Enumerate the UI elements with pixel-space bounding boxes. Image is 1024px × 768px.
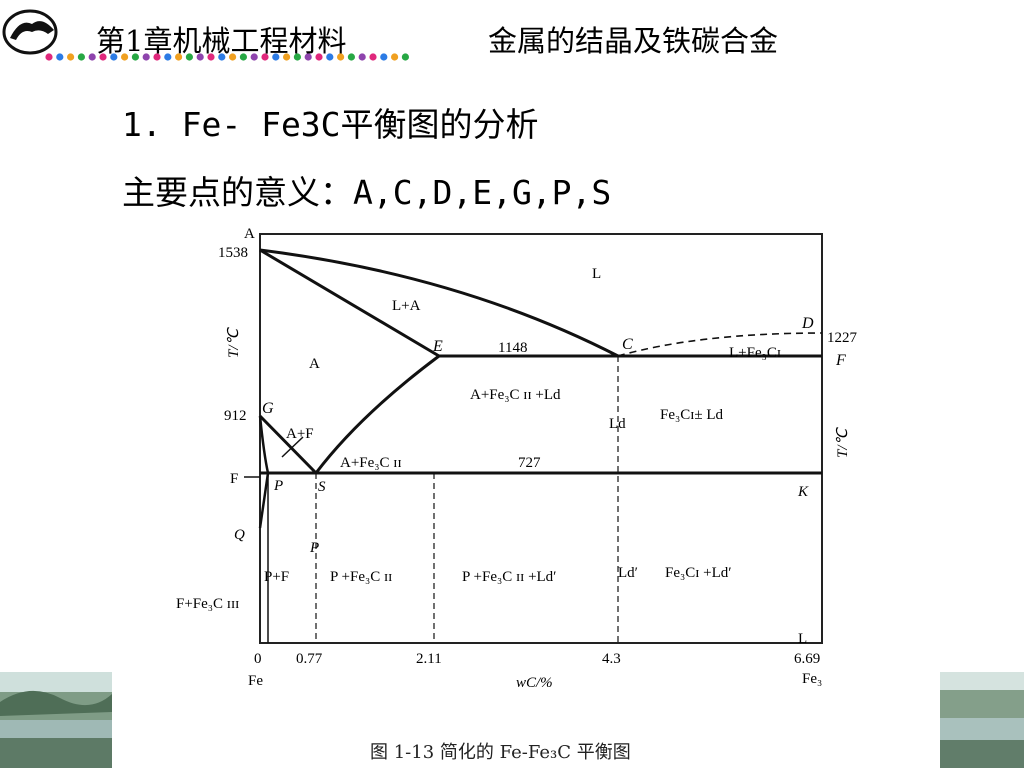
scenery-image-right <box>940 672 1024 768</box>
corner-L-label: L <box>798 631 807 647</box>
region-L-Fe3CI: L+Fe₃Cɪ <box>729 345 781 361</box>
line-ES <box>314 354 440 474</box>
decorative-dot <box>164 53 172 61</box>
region-L: L <box>592 266 601 282</box>
fe-fe3c-phase-diagram: A C D E F G K P S Q P L 1538 1227 1148 9… <box>160 215 880 768</box>
x-tick-43: 4.3 <box>602 651 621 667</box>
title-suffix: 平衡图的分析 <box>340 105 539 144</box>
region-P-Fe3CII: P +Fe₃C ɪɪ <box>330 569 392 585</box>
logo-icon <box>2 9 58 55</box>
decorative-dot <box>304 53 312 61</box>
temp-1227-label: 1227 <box>827 330 858 346</box>
slide-subtitle: 主要点的意义：A,C,D,E,G,P,S <box>122 166 611 214</box>
decorative-dot <box>121 53 129 61</box>
region-F-Fe3CIII: F+Fe₃C ɪɪɪ <box>176 596 239 612</box>
title-prefix: 1. Fe- Fe3C <box>122 105 341 144</box>
point-G-label: G <box>262 400 274 417</box>
decorative-dot <box>401 53 409 61</box>
decorative-dot <box>347 53 355 61</box>
region-A-F: A+F <box>286 426 314 442</box>
decorative-dot <box>315 53 323 61</box>
line-GS <box>258 414 318 475</box>
region-A-Fe3CII: A+Fe₃C ɪɪ <box>340 455 402 471</box>
x-tick-077: 0.77 <box>296 651 323 667</box>
decorative-dot <box>229 53 237 61</box>
point-K-label: K <box>797 484 809 500</box>
point-C-label: C <box>622 336 633 353</box>
temp-727-label: 727 <box>518 455 541 471</box>
decorative-dot <box>207 53 215 61</box>
decorative-dot <box>293 53 301 61</box>
point-P-label: P <box>273 478 283 494</box>
decorative-dot <box>369 53 377 61</box>
region-A-Fe3CII-Ld: A+Fe₃C ɪɪ +Ld <box>470 387 561 403</box>
x-tick-669: 6.69 <box>794 651 820 667</box>
decorative-dot <box>239 53 247 61</box>
point-Q-label: Q <box>234 527 245 543</box>
decorative-dot <box>272 53 280 61</box>
temp-F-label: F <box>230 471 238 487</box>
decorative-dot <box>261 53 269 61</box>
slide-title: 1. Fe- Fe3C平衡图的分析 <box>122 98 539 146</box>
decorative-dot <box>142 53 150 61</box>
decorative-dot <box>77 53 85 61</box>
region-P-Fe3CII-Ldp: P +Fe₃C ɪɪ +Ld′ <box>462 569 556 585</box>
region-L-A: L+A <box>392 298 421 314</box>
temp-1148-label: 1148 <box>498 340 527 356</box>
x-axis-label: wC/% <box>516 675 553 691</box>
region-A: A <box>309 356 320 372</box>
decorative-dot <box>175 53 183 61</box>
scenery-image-left <box>0 672 112 768</box>
decorative-dot <box>326 53 334 61</box>
decorative-dot <box>250 53 258 61</box>
subtitle-points: A,C,D,E,G,P,S <box>353 173 612 212</box>
decorative-dot <box>56 53 64 61</box>
region-Ldp: Ld′ <box>618 565 638 581</box>
section-title: 金属的结晶及铁碳合金 <box>488 24 779 58</box>
liquidus-AC <box>259 248 619 358</box>
decorative-dot <box>153 53 161 61</box>
temp-912-label: 912 <box>224 408 247 424</box>
y-axis-left-label: T/℃ <box>226 326 242 358</box>
solidus-AE <box>259 248 440 358</box>
region-P-F: P+F <box>264 569 289 585</box>
temp-1538-label: 1538 <box>218 245 248 261</box>
point-P-below-label: P <box>309 540 319 556</box>
point-A-label: A <box>244 226 255 242</box>
decorative-dot <box>196 53 204 61</box>
decorative-dot <box>337 53 345 61</box>
line-GP <box>258 415 270 474</box>
point-S-label: S <box>318 479 326 495</box>
region-Fe3CI-Ld: Fe₃Cɪ± Ld <box>660 407 724 423</box>
decorative-dot <box>88 53 96 61</box>
chapter-title: 第1章机械工程材料 <box>96 24 347 58</box>
decorative-dot <box>218 53 226 61</box>
decorative-dot <box>45 53 53 61</box>
decorative-dot <box>110 53 118 61</box>
x-tick-0: 0 <box>254 651 262 667</box>
region-Ld: Ld <box>609 416 626 432</box>
plot-frame <box>259 233 823 644</box>
y-axis-right-label: T/℃ <box>835 426 851 458</box>
subtitle-prefix: 主要点的意义： <box>122 173 353 212</box>
decorative-dot <box>391 53 399 61</box>
x-end-fe: Fe <box>248 673 263 689</box>
decorative-dots <box>45 53 409 61</box>
point-D-label: D <box>801 315 814 332</box>
x-end-fe3: Fe₃ <box>802 671 822 687</box>
figure-caption: 图 1-13 简化的 Fe-Fe₃C 平衡图 <box>370 742 631 763</box>
decorative-dot <box>99 53 107 61</box>
point-E-label: E <box>432 338 443 355</box>
decorative-dot <box>67 53 75 61</box>
region-Fe3CI-Ldp: Fe₃Cɪ +Ld′ <box>665 565 732 581</box>
point-F-label: F <box>835 352 846 369</box>
x-tick-211: 2.11 <box>416 651 442 667</box>
decorative-dot <box>358 53 366 61</box>
decorative-dot <box>131 53 139 61</box>
decorative-dot <box>380 53 388 61</box>
decorative-dot <box>185 53 193 61</box>
decorative-dot <box>283 53 291 61</box>
